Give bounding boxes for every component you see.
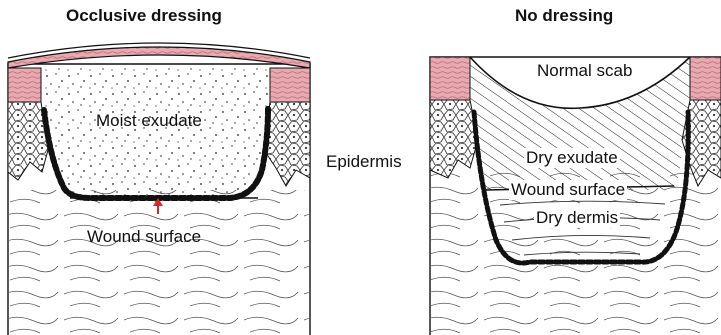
label-epidermis: Epidermis [326, 152, 402, 172]
label-dry-dermis: Dry dermis [534, 208, 620, 228]
moist-exudate-area [41, 68, 270, 195]
left-panel-drawing [8, 43, 310, 335]
epidermal-cells-left-2 [264, 102, 310, 186]
left-panel-title: Occlusive dressing [66, 6, 222, 26]
epidermis-block-left-1 [8, 68, 41, 102]
right-panel-title: No dressing [515, 6, 613, 26]
label-wound-surface-right: Wound surface [509, 180, 627, 200]
label-wound-surface-left: Wound surface [87, 227, 201, 247]
label-moist-exudate: Moist exudate [96, 111, 202, 131]
epidermis-block-right-1 [430, 57, 470, 100]
epidermis-block-left-2 [270, 68, 310, 102]
epidermis-block-right-2 [690, 57, 721, 100]
epidermal-cells-right-1 [430, 100, 478, 178]
label-normal-scab: Normal scab [537, 61, 632, 81]
label-dry-exudate: Dry exudate [524, 148, 620, 168]
